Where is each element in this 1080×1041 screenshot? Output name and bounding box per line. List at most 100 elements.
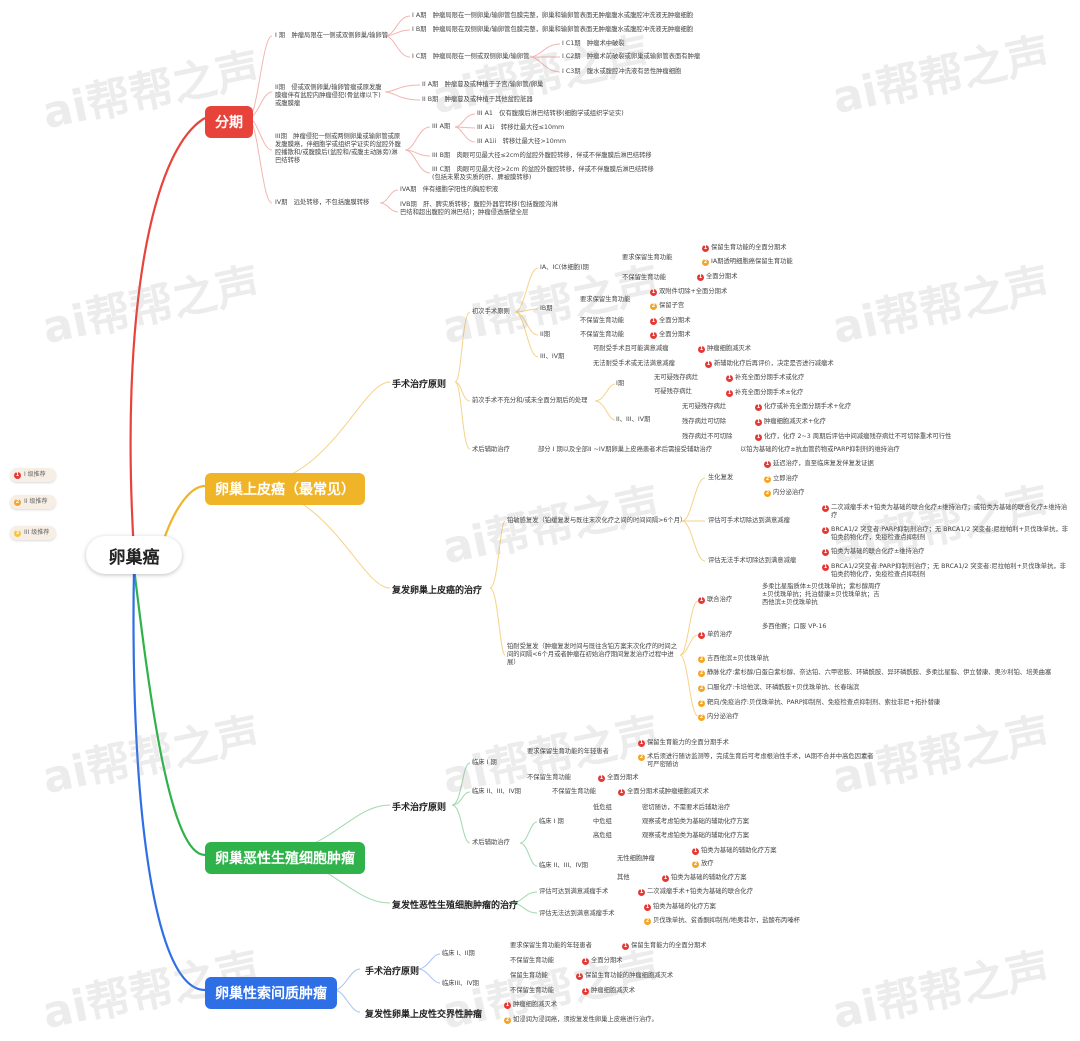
germ-c2-no: 不保留生育功能	[552, 788, 597, 795]
germ-adj-stage-1: 临床 I 期	[539, 818, 564, 825]
germ-keep: 要求保留生育功能的年轻患者	[527, 748, 609, 755]
epi-r4: 静脉化疗:紫杉醇/白蛋白紫杉醇、奈达铂、六甲密胺、环磷酰胺、异环磷酰胺、多柔比星…	[707, 669, 1052, 676]
level1-badge-icon: 1	[650, 332, 657, 339]
epi-a2: 残存病灶可切除	[682, 418, 727, 425]
branch-epithelial[interactable]: 卵巢上皮癌（最常见）	[205, 473, 365, 505]
level1-badge-icon: 1	[662, 875, 669, 882]
level1-badge-icon: 1	[582, 988, 589, 995]
germ-low-r: 密切随访，不需要术后辅助治疗	[642, 804, 731, 811]
germ-rnopt1: 铂类为基础的化疗方案	[653, 903, 716, 910]
epi-residual-r: 补充全面分期手术±化疗	[735, 389, 804, 396]
level1-badge-icon: 1	[755, 404, 762, 411]
branch-germ-cell[interactable]: 卵巢恶性生殖细胞肿瘤	[205, 842, 365, 874]
epi-stage-ib: IB期	[540, 305, 553, 312]
epi-no-residual-r: 补充全面分期手术或化疗	[735, 374, 805, 381]
germ-stage-1: 临床 I 期	[472, 759, 497, 766]
level1-badge-icon: 1	[764, 461, 771, 468]
level2-badge-icon: 2	[14, 498, 21, 506]
germ-stage-2-4: 临床 II、III、IV期	[472, 788, 521, 795]
epi-a1: 无可疑残存病灶	[682, 403, 727, 410]
epi-ib-r1: 双附件切除+全面分期术	[659, 288, 728, 295]
germ-high-r: 观察或考虑铂类为基础的辅助化疗方案	[642, 832, 750, 839]
root-topic[interactable]: 卵巢癌	[86, 536, 182, 574]
level1-badge-icon: 1	[638, 740, 645, 747]
level1-badge-icon: 1	[650, 289, 657, 296]
epi-combo: 联合治疗	[707, 596, 733, 603]
epi-adjuvant-text: 部分 I 期以及全部II ~IV期卵巢上皮癌患者术后需接受辅助治疗	[538, 446, 713, 453]
sex-no-r: 全面分期术	[591, 957, 623, 964]
level2-badge-icon: 2	[764, 490, 771, 497]
stage-1c2: I C2期 肿瘤术前破裂或卵巢或输卵管表面有肿瘤	[562, 53, 701, 60]
stage-2: II期 侵或双侧卵巢/输卵管瘤或原发腹膜瘤伴有盆腔内肿瘤侵犯(骨盆缘以下)或腹膜…	[275, 84, 382, 107]
epi-keep-fertility-staging: 保留生育功能的全面分期术	[711, 244, 787, 251]
germ-r-optimal: 评估可达到满意减瘤手术	[539, 888, 609, 895]
level2-badge-icon: 2	[698, 656, 705, 663]
epi-adjuvant: 术后辅助治疗	[472, 446, 510, 453]
epi-inc-stage-2-4: II、III、IV期	[616, 416, 651, 423]
stage-1a: I A期 肿瘤局限在一侧卵巢/输卵管包膜完整，卵巢和输卵管表面无肿瘤腹水或腹腔冲…	[412, 12, 694, 19]
germ-keep1: 保留生育能力的全面分期手术	[647, 739, 729, 746]
level1-badge-icon: 1	[726, 390, 733, 397]
sex-r2: 如浸润为浸润癌，须按复发性卵巢上皮癌进行治疗。	[513, 1016, 658, 1023]
level1-badge-icon: 1	[822, 527, 829, 534]
level1-badge-icon: 1	[697, 274, 704, 281]
level1-badge-icon: 1	[582, 958, 589, 965]
epi-stage-ii: II期	[540, 331, 551, 338]
germ-mid-r: 观察或考虑铂类为基础的辅助化疗方案	[642, 818, 750, 825]
level1-badge-icon: 1	[755, 419, 762, 426]
epi-non-optimal: 评估无法手术切除达到满意减瘤	[708, 557, 797, 564]
epi-a3r: 化疗，化疗 2~3 周期后评估中间减瘤残存病灶不可切除重术可行性	[764, 433, 952, 440]
epi-recurrence: 复发卵巢上皮癌的治疗	[392, 586, 483, 596]
germ-gon2: 放疗	[701, 860, 714, 867]
level2-badge-icon: 2	[698, 670, 705, 677]
level1-badge-icon: 1	[698, 346, 705, 353]
stage-3: III期 肿瘤侵犯一侧或两侧卵巢或输卵管或原发腹膜癌，伴细胞学或组织学证实的盆腔…	[275, 133, 401, 164]
branch-sex-cord[interactable]: 卵巢性索间质肿瘤	[205, 977, 337, 1009]
germ-no1: 全面分期术	[607, 774, 639, 781]
sex-r1: 肿瘤细胞减灭术	[513, 1001, 558, 1008]
sex-keep-r: 保留生育能力的全面分期术	[631, 942, 707, 949]
germ-recurrence: 复发性恶性生殖细胞肿瘤的治疗	[392, 901, 519, 911]
germ-other: 其他	[617, 874, 630, 881]
epi-mono-text: 多西他赛；口服 VP-16	[762, 623, 827, 630]
epi-r7: 内分泌治疗	[707, 713, 739, 720]
germ-dysgerminoma: 无性细胞肿瘤	[617, 855, 655, 862]
branch-staging[interactable]: 分期	[205, 106, 253, 138]
stage-4a: IVA期 伴有细胞学阳性的胸腔积液	[400, 186, 499, 193]
sex-stage-3-4: 临床III、IV期	[442, 980, 479, 987]
level1-badge-icon: 1	[822, 505, 829, 512]
epi-iii-debulking: 肿瘤细胞减灭术	[707, 345, 752, 352]
germ-gon1: 铂类为基础的辅助化疗方案	[701, 847, 777, 854]
sex-keep: 要求保留生育功能的年轻患者	[510, 942, 592, 949]
epi-iii-tolerable: 可耐受手术且可能满意减瘤	[593, 345, 669, 352]
epi-keep-fertility: 要求保留生育功能	[622, 254, 673, 261]
epi-no-fertility: 不保留生育功能	[622, 274, 667, 281]
level2-badge-icon: 2	[644, 918, 651, 925]
epi-adjuvant-regimen: 以铂为基础的化疗±抗血管药物或PARP抑制剂的维持治疗	[740, 446, 900, 453]
epi-full-staging: 全面分期术	[706, 273, 738, 280]
epi-a3: 残存病灶不可切除	[682, 433, 733, 440]
epi-bio3: 内分泌治疗	[773, 489, 805, 496]
epi-ii-no: 不保留生育功能	[580, 331, 625, 338]
level1-badge-icon: 1	[726, 375, 733, 382]
level1-badge-icon: 1	[755, 434, 762, 441]
level1-badge-icon: 1	[822, 549, 829, 556]
level1-badge-icon: 1	[598, 775, 605, 782]
level1-badge-icon: 1	[702, 245, 709, 252]
epi-ia-clear-cell: IA期透明细胞癌保留生育功能	[711, 258, 793, 265]
level1-badge-icon: 1	[822, 564, 829, 571]
epi-a2r: 肿瘤细胞减灭术+化疗	[764, 418, 826, 425]
epi-residual: 可疑残存病灶	[654, 388, 692, 395]
epi-bio2: 立即治疗	[773, 475, 799, 482]
epi-iii-intolerable: 无法耐受手术或无法满意减瘤	[593, 360, 675, 367]
sex-c2-no: 不保留生育功能	[510, 987, 555, 994]
stage-1c: I C期 肿瘤局限在一侧或双侧卵巢/输卵管	[412, 53, 530, 60]
level1-badge-icon: 1	[622, 943, 629, 950]
epi-nopt2: BRCA1/2突变者:PARP抑制剂治疗；无 BRCA1/2 突变者:尼拉帕利+…	[831, 563, 1066, 578]
stage-3b: III B期 肉眼可见最大径≤2cm的盆腔外腹腔转移，伴或不伴腹膜后淋巴结转移	[432, 152, 652, 159]
epi-iii-neoadjuvant: 新辅助化疗后再评价，决定是否进行减瘤术	[714, 360, 834, 367]
level1-badge-icon: 1	[618, 789, 625, 796]
level1-badge-icon: 1	[638, 889, 645, 896]
